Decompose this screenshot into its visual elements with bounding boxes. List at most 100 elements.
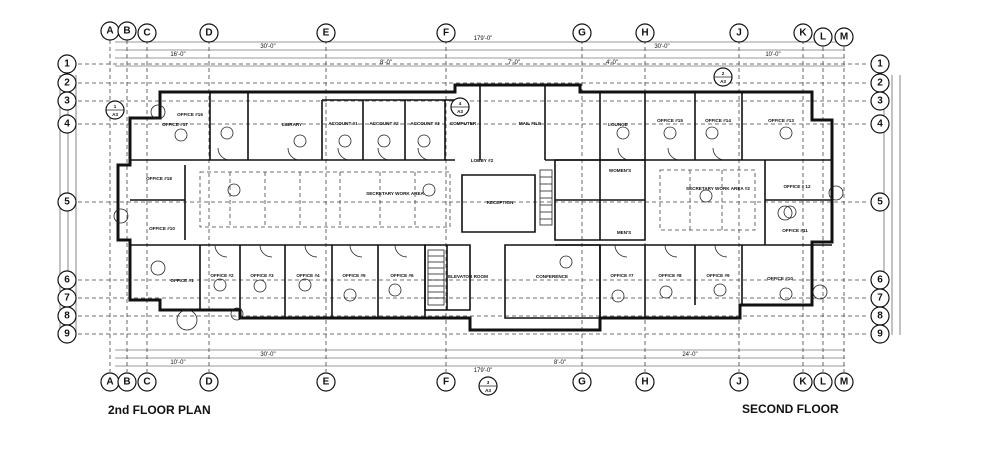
grid-bubble-col-j-bottom-circle [729, 372, 749, 392]
room-label-mens: MEN'S [617, 230, 631, 235]
section-mark-3-number: 3 [487, 380, 490, 385]
grid-bubble-col-f-bottom-circle [436, 372, 456, 392]
grid-bubble-col-h-top-circle [635, 23, 655, 43]
dim-bay-f-top: 7'-0" [508, 60, 520, 66]
grid-bubble-col-m-bottom: M [840, 377, 848, 388]
grid-bubble-col-g-bottom: G [578, 377, 586, 388]
section-mark-1-number: 1 [114, 104, 117, 109]
room-label-office-16: OFFICE #16 [177, 112, 203, 117]
section-mark-1-sheet: A3 [112, 112, 118, 117]
grid-bubble-col-d-bottom-circle [199, 372, 219, 392]
room-label-library: LIBRARY [282, 122, 302, 127]
dimension-labels: 179'-0" 179'-0" 30'-0" 30'-0" 30'-0" 24'… [170, 36, 780, 374]
room-label-office-8: OFFICE #8 [658, 273, 682, 278]
stairs [427, 169, 553, 306]
grid-bubble-col-d-top: D [205, 28, 212, 39]
section-mark-2-sheet: A3 [720, 79, 726, 84]
grid-bubble-col-a-bottom: A [106, 377, 113, 388]
room-label-office-1: OFFICE #1 [170, 278, 194, 283]
grid-bubble-col-b-top-circle [117, 21, 137, 41]
room-label-conference: CONFERENCE [536, 274, 568, 279]
dim-bay-right-top: 30'-0" [654, 44, 669, 50]
grid-bubble-row-8-left: 8 [64, 311, 70, 322]
dim-bay-mid-bottom: 24'-0" [682, 352, 697, 358]
grid-bubble-row-3-right-circle [870, 91, 890, 111]
grid-bubble-col-k-top-circle [793, 23, 813, 43]
room-label-office-6: OFFICE #6 [390, 273, 414, 278]
grid-bubble-col-j-top: J [736, 28, 742, 39]
room-label-office-11: OFFICE #11 [782, 228, 808, 233]
grid-bubble-col-c-top: C [143, 28, 150, 39]
dim-bay-d-top: 10'-0" [765, 52, 780, 58]
room-label-office-10-left: OFFICE #10 [149, 226, 175, 231]
grid-bubble-col-g-top: G [578, 28, 586, 39]
room-label-mail-file: MAIL FILE [519, 121, 541, 126]
grid-bubble-col-f-bottom: F [443, 377, 449, 388]
grid-bubble-row-5-right: 5 [877, 197, 883, 208]
dim-bay-g-top: 4'-0" [606, 60, 618, 66]
grid-bubble-row-5-left: 5 [64, 197, 70, 208]
grid-bubble-row-8-right: 8 [877, 311, 883, 322]
grid-bubble-row-4-right: 4 [877, 119, 883, 130]
room-label-office-5: OFFICE #5 [342, 273, 366, 278]
plan-title-left: 2nd FLOOR PLAN [108, 403, 211, 417]
room-label-office-2: OFFICE #2 [210, 273, 234, 278]
grid-bubble-col-a-top: A [106, 26, 113, 37]
room-label-office-14: OFFICE #14 [705, 118, 731, 123]
column-grid-lines [109, 40, 845, 372]
room-label-secretary-2: SECRETARY WORK AREA #2 [686, 186, 750, 191]
grid-bubble-row-1-left: 1 [64, 59, 70, 70]
room-label-office-4: OFFICE #4 [296, 273, 320, 278]
grid-bubble-row-3-left: 3 [64, 96, 70, 107]
grid-bubble-col-l-top: L [820, 32, 826, 43]
grid-bubble-col-c-bottom: C [143, 377, 150, 388]
room-label-office-9: OFFICE #9 [706, 273, 730, 278]
room-label-lounge: LOUNGE [608, 122, 628, 127]
grid-bubble-row-1-right: 1 [877, 59, 883, 70]
grid-bubble-col-h-top: H [641, 28, 648, 39]
room-label-elevator: ELEVATOR ROOM [448, 274, 488, 279]
room-label-computer: COMPUTER [450, 121, 477, 126]
grid-bubble-row-5-left-circle [57, 192, 77, 212]
grid-bubble-col-d-bottom: D [205, 377, 212, 388]
grid-bubble-row-9-left-circle [57, 324, 77, 344]
room-label-secretary-1: SECRETARY WORK AREA [366, 191, 424, 196]
room-label-account-2: ACCOUNT #2 [369, 121, 399, 126]
grid-bubble-col-j-bottom: J [736, 377, 742, 388]
grid-bubble-col-m-top-circle [834, 27, 854, 47]
room-label-office-12: OFFICE # 12 [783, 184, 811, 189]
section-mark-2-number: 2 [722, 71, 725, 76]
grid-bubble-col-e-bottom: E [323, 377, 330, 388]
grid-bubble-col-d-top-circle [199, 23, 219, 43]
grid-bubble-row-1-left-circle [57, 54, 77, 74]
grid-bubble-col-e-bottom-circle [316, 372, 336, 392]
grid-bubble-col-l-top-circle [813, 27, 833, 47]
grid-bubble-col-m-top: M [840, 32, 848, 43]
grid-bubble-row-9-left: 9 [64, 329, 70, 340]
plan-title-right: SECOND FLOOR [742, 402, 839, 416]
grid-bubble-col-j-top-circle [729, 23, 749, 43]
grid-bubble-row-6-right: 6 [877, 275, 883, 286]
dim-bay-e-bottom: 8'-0" [554, 360, 566, 366]
interior-walls [130, 85, 832, 319]
room-label-office-3: OFFICE #3 [250, 273, 274, 278]
grid-bubble-col-h-bottom: H [641, 377, 648, 388]
dim-bay-c-top: 16'-0" [170, 52, 185, 58]
grid-bubble-row-6-left: 6 [64, 275, 70, 286]
grid-bubble-col-b-bottom-circle [117, 372, 137, 392]
grid-bubble-col-m-bottom-circle [834, 372, 854, 392]
dim-overall-bottom: 179'-0" [474, 368, 493, 374]
section-mark-4-number: 4 [459, 101, 462, 106]
room-label-account-3: ACCOUNT #3 [410, 121, 440, 126]
grid-bubble-col-c-top-circle [137, 23, 157, 43]
grid-bubble-col-l-bottom: L [820, 377, 826, 388]
grid-bubble-col-g-bottom-circle [572, 372, 592, 392]
grid-bubble-row-3-left-circle [57, 91, 77, 111]
room-tags [113, 104, 844, 303]
grid-bubble-col-l-bottom-circle [813, 372, 833, 392]
grid-bubble-row-7-right: 7 [877, 293, 883, 304]
grid-bubble-col-k-top: K [799, 28, 807, 39]
